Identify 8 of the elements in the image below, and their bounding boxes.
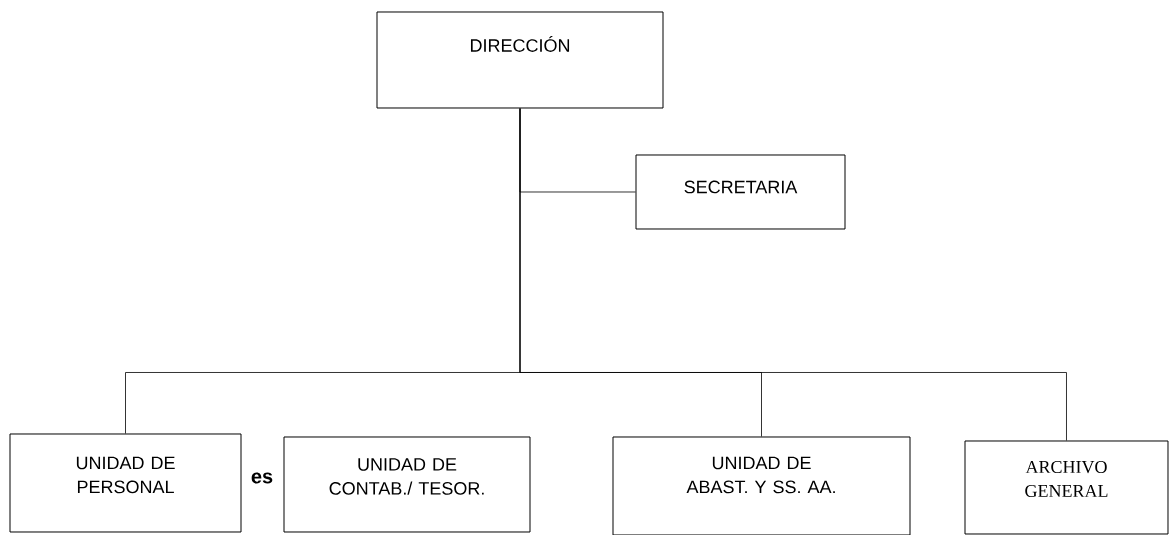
- org-box: UNIDAD DE CONTAB./ TESOR.: [283, 436, 531, 533]
- connector-line: [519, 108, 1067, 441]
- org-box: SECRETARIA: [635, 154, 846, 230]
- org-box: UNIDAD DE PERSONAL: [9, 433, 242, 533]
- annotation-text: es: [251, 472, 273, 484]
- org-box: UNIDAD DE ABAST. Y SS. AA.: [612, 436, 911, 535]
- org-box: ARCHIVO GENERAL: [964, 440, 1169, 535]
- org-box: DIRECCIÓN: [376, 11, 664, 109]
